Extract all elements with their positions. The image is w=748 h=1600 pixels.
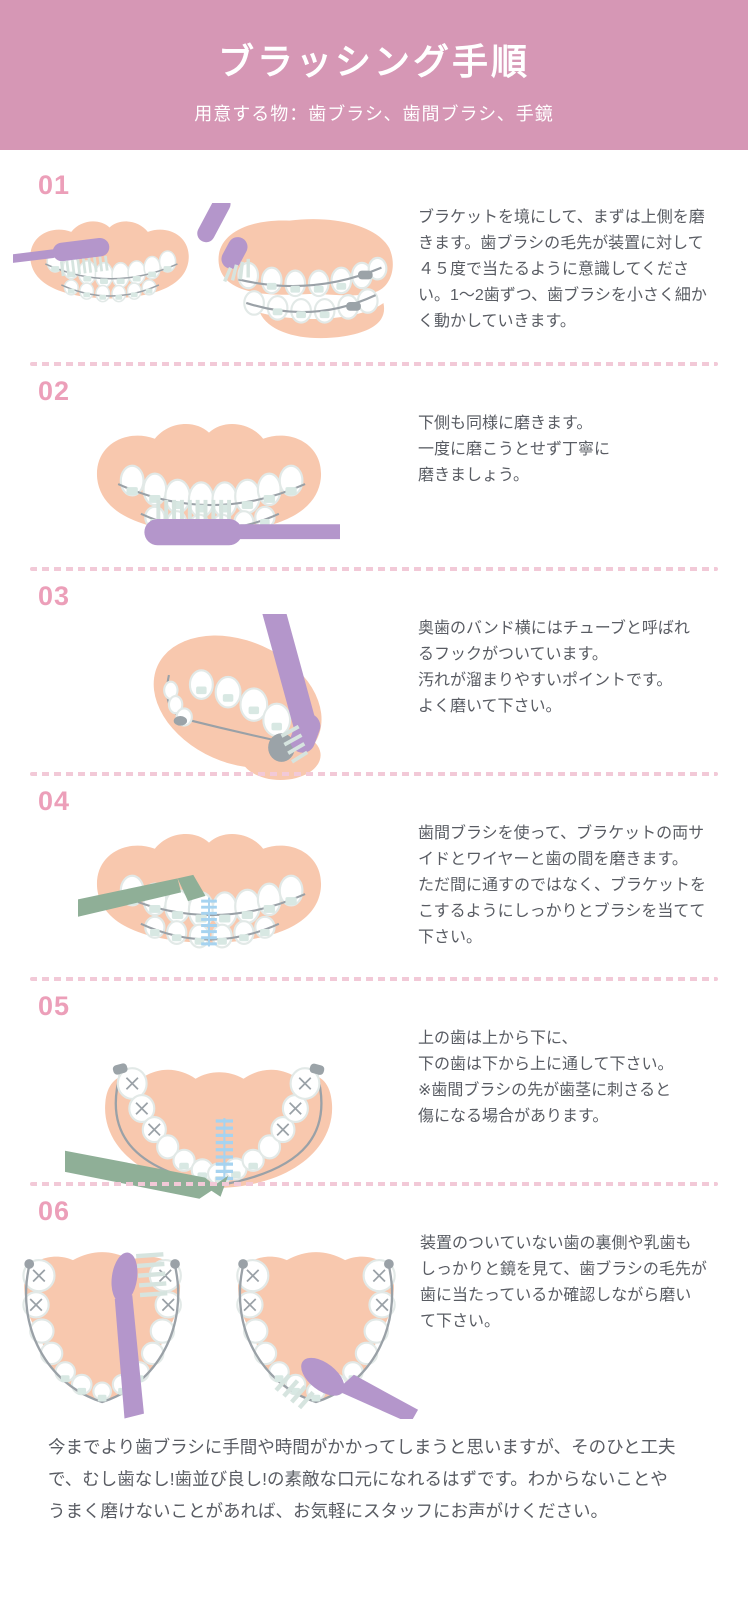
step-03: 03 — [0, 567, 748, 780]
step-05-illustration — [0, 1024, 418, 1202]
teeth-side-view — [197, 203, 393, 339]
toothbrush — [262, 614, 321, 764]
step-number: 04 — [38, 786, 71, 816]
interdental-brush — [65, 1118, 233, 1199]
step-text: 奥歯のバンド横にはチューブと呼ばれ るフックがついています。 汚れが溜まりやすい… — [418, 620, 690, 715]
header: ブラッシング手順 用意する物：歯ブラシ、歯間ブラシ、手鏡 — [0, 0, 748, 150]
toothbrush-tip — [197, 203, 250, 283]
dashed-divider — [30, 977, 718, 981]
header-subtitle: 用意する物：歯ブラシ、歯間ブラシ、手鏡 — [194, 104, 554, 124]
toothbrush — [13, 237, 110, 277]
wire-end-hook — [173, 716, 188, 726]
step-text: 上の歯は上から下に、 下の歯は下から上に通して下さい。 ※歯間ブラシの先が歯茎に… — [418, 1030, 674, 1125]
interdental-brush — [78, 874, 217, 947]
page-title: ブラッシング手順 — [217, 41, 530, 82]
step-03-illustration — [0, 614, 418, 781]
step-01-illustration — [0, 203, 418, 355]
footer-text: 今までより歯ブラシに手間や時間がかかってしまうと思いますが、そのひと工夫 で、む… — [48, 1437, 676, 1521]
dashed-divider — [30, 772, 718, 776]
dashed-divider — [30, 362, 718, 366]
step-06: 06 — [0, 1182, 748, 1419]
toothbrush — [111, 1252, 168, 1419]
dashed-divider — [30, 567, 718, 571]
step-04: 04 歯間ブラシを使って、ブラケットの両サ イドとワイヤーと歯の間を磨きます。 … — [0, 772, 748, 977]
step-01: 01 — [0, 150, 748, 362]
step-02-illustration — [0, 409, 418, 559]
step-02: 02 下側も同様に磨きます。 一度に磨こうとせず丁寧に 磨きましょう。 — [0, 362, 748, 567]
footer: 今までより歯ブラシに手間や時間がかかってしまうと思いますが、そのひと工夫 で、む… — [0, 1387, 748, 1527]
step-text: 下側も同様に磨きます。 一度に磨こうとせず丁寧に 磨きましょう。 — [418, 415, 611, 484]
step-number: 01 — [38, 170, 71, 200]
step-number: 02 — [38, 376, 71, 406]
molar-tube — [346, 301, 361, 311]
toothbrush — [144, 499, 340, 546]
step-06-illustration — [0, 1229, 420, 1419]
step-04-illustration — [0, 819, 418, 969]
step-text: 装置のついていない歯の裏側や乳歯も しっかりと鏡を見て、歯ブラシの毛先が 歯に当… — [420, 1235, 707, 1330]
steps-list: 01 — [0, 150, 748, 1419]
step-number: 03 — [38, 581, 71, 611]
step-05: 05 — [0, 977, 748, 1199]
lower-arch-top-view — [105, 1063, 333, 1189]
molar-tube — [357, 270, 373, 280]
step-text: ブラケットを境にして、まずは上側を磨 きます。歯ブラシの毛先が装置に対して ４５… — [418, 209, 707, 330]
step-number: 05 — [38, 991, 71, 1021]
dashed-divider — [30, 1182, 718, 1186]
step-number: 06 — [38, 1196, 71, 1226]
toothbrush — [274, 1357, 419, 1419]
step-text: 歯間ブラシを使って、ブラケットの両サ イドとワイヤーと歯の間を磨きます。 ただ間… — [418, 825, 707, 946]
